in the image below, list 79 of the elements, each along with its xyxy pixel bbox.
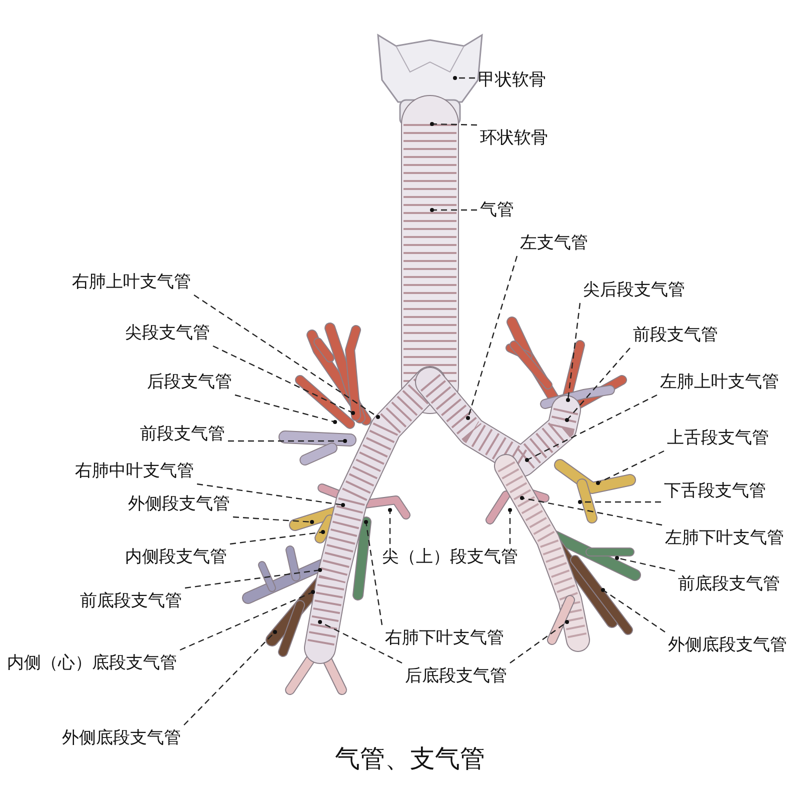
leader-line [618, 558, 676, 572]
leader-line [232, 516, 310, 522]
leader-dot [388, 508, 392, 512]
part-label: 外侧底段支气管 [668, 635, 787, 655]
part-label: 右肺上叶支气管 [72, 272, 191, 292]
leader-line [457, 77, 475, 79]
leader-dot [565, 620, 569, 624]
part-label: 内侧段支气管 [125, 547, 227, 567]
leader-dot [310, 520, 314, 524]
leader-dot [615, 556, 619, 560]
leader-line [600, 450, 664, 483]
part-label: 尖后段支气管 [583, 280, 685, 300]
leader-line [568, 348, 630, 419]
leader-line [510, 622, 566, 664]
part-label: 下舌段支气管 [664, 481, 766, 501]
leader-dot [453, 76, 457, 80]
leader-line [228, 440, 343, 442]
part-label: 后底段支气管 [405, 666, 507, 686]
leader-dot [343, 439, 347, 443]
leader-line [582, 501, 661, 503]
leader-line [528, 394, 658, 460]
part-label: 环状软骨 [480, 128, 548, 148]
leader-dot [565, 418, 569, 422]
leader-line [604, 590, 666, 632]
part-label: 左支气管 [520, 233, 588, 253]
diagram-title: 气管、支气管 [334, 744, 486, 774]
leader-line [194, 294, 377, 416]
leader-dot [578, 500, 582, 504]
leader-dot [273, 630, 277, 634]
leader-dot [466, 416, 470, 420]
part-label: 甲状软骨 [478, 70, 546, 90]
leader-dot [311, 590, 315, 594]
leader-dot [364, 520, 368, 524]
leader-dot [333, 420, 337, 424]
part-label: 右肺下叶支气管 [385, 628, 504, 648]
leader-dot [318, 568, 322, 572]
part-label: 外侧段支气管 [128, 494, 230, 514]
leader-dot [430, 122, 434, 126]
leader-dot [596, 481, 600, 485]
leader-line [434, 209, 477, 211]
leader-line [234, 394, 334, 422]
leader-line [568, 302, 581, 398]
part-label: 尖（上）段支气管 [382, 547, 518, 567]
part-label: 尖段支气管 [125, 323, 210, 343]
part-label: 上舌段支气管 [667, 428, 769, 448]
leader-dot [430, 208, 434, 212]
part-label: 前段支气管 [633, 325, 718, 345]
part-label: 内侧（心）底段支气管 [7, 653, 177, 673]
part-label: 前底段支气管 [80, 591, 182, 611]
leader-line [366, 524, 383, 626]
leader-line [509, 512, 511, 544]
part-label: 气管 [480, 200, 514, 220]
part-label: 前段支气管 [140, 424, 225, 444]
leader-line [230, 532, 322, 545]
part-label: 后段支气管 [147, 372, 232, 392]
leader-line [184, 632, 274, 726]
part-label: 左肺下叶支气管 [665, 528, 784, 548]
leader-line [196, 483, 342, 506]
leader-line [524, 498, 662, 526]
part-label: 前底段支气管 [678, 574, 780, 594]
part-label: 右肺中叶支气管 [75, 461, 194, 481]
leader-line [389, 512, 391, 544]
part-label: 左肺上叶支气管 [660, 372, 779, 392]
leader-dot [341, 503, 345, 507]
leader-line [212, 345, 352, 413]
leader-dot [318, 620, 322, 624]
leader-line [434, 123, 478, 126]
leader-dot [566, 398, 570, 402]
leader-dot [321, 530, 325, 534]
leader-line [184, 570, 318, 589]
leader-dot [520, 496, 524, 500]
part-label: 外侧底段支气管 [62, 728, 181, 748]
leader-line [180, 592, 312, 651]
leader-dot [508, 508, 512, 512]
leader-line [468, 256, 518, 416]
leader-dot [525, 458, 529, 462]
leader-dot [351, 411, 355, 415]
leader-dot [376, 415, 380, 419]
leader-dot [601, 588, 605, 592]
